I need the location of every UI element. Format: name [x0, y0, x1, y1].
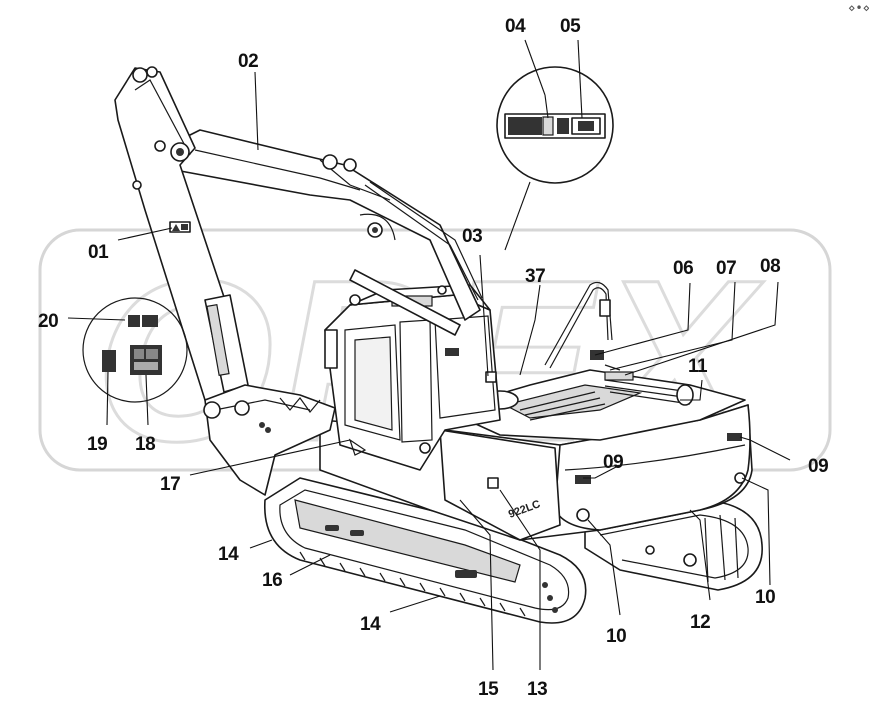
- callout-06: 06: [673, 258, 693, 279]
- callout-09-side: 09: [603, 452, 623, 473]
- callout-14-lower: 14: [360, 614, 381, 635]
- boom: [169, 129, 483, 336]
- callout-20: 20: [38, 311, 58, 332]
- callout-10-rear: 10: [755, 587, 775, 608]
- callout-11: 11: [688, 356, 708, 377]
- callout-02: 02: [238, 51, 258, 72]
- callout-37: 37: [525, 266, 545, 287]
- decal-icons: [82, 297, 188, 403]
- undercarriage: [264, 477, 763, 624]
- callout-14-upper: 14: [218, 544, 239, 565]
- callout-04: 04: [505, 16, 526, 37]
- callout-03: 03: [462, 226, 482, 247]
- detail-inset: [496, 66, 614, 251]
- callout-19: 19: [87, 434, 107, 455]
- callout-08: 08: [760, 256, 780, 277]
- stick: [114, 66, 249, 401]
- callout-01: 01: [88, 242, 109, 263]
- callout-17: 17: [160, 474, 180, 495]
- callout-07: 07: [716, 258, 736, 279]
- callout-13: 13: [527, 679, 547, 700]
- corner-mark: ⋄•⋄: [848, 1, 869, 15]
- callout-15: 15: [478, 679, 499, 700]
- callout-09-rear: 09: [808, 456, 828, 477]
- leader-lines: [67, 39, 791, 671]
- bucket: [203, 384, 336, 496]
- callout-labels: 02 04 05 01 03 37 06 07 08 20 11 19 18 0…: [38, 16, 829, 700]
- callout-16: 16: [262, 570, 282, 591]
- callout-10-side: 10: [606, 626, 626, 647]
- callout-18: 18: [135, 434, 155, 455]
- callout-12: 12: [690, 612, 710, 633]
- callout-05: 05: [560, 16, 581, 37]
